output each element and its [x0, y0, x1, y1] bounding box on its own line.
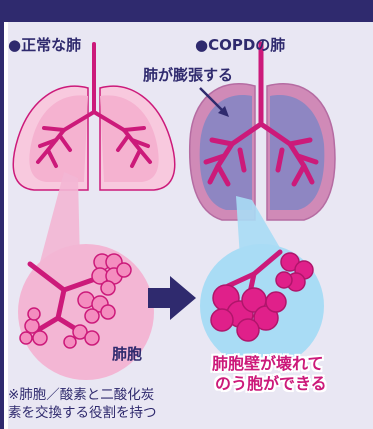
alveoli-label: 肺胞	[112, 345, 143, 363]
copd-lung	[188, 41, 336, 221]
normal-lung	[12, 42, 176, 191]
right-arrow-icon	[148, 276, 196, 320]
damage-label-line1: 肺胞壁が壊れて	[212, 354, 324, 373]
expansion-label: 肺が膨張する	[143, 66, 234, 84]
copd-airway	[203, 41, 319, 187]
normal-lung-title: ●正常な肺	[8, 36, 82, 54]
copd-lung-title: ●COPDの肺	[195, 36, 286, 54]
copd-callout-wedge	[236, 196, 286, 258]
alveoli-zoom	[18, 244, 154, 380]
damaged-alveoli-zoom	[200, 244, 324, 368]
normal-callout-wedge	[40, 172, 80, 262]
footnote-line2: 素を交換する役割を持つ	[8, 405, 157, 421]
footnote-line1: ※肺胞／酸素と二酸化炭	[8, 387, 155, 403]
normal-airway	[36, 42, 152, 168]
damage-label-line2: のう胞ができる	[215, 374, 327, 393]
header-bar	[4, 0, 373, 22]
